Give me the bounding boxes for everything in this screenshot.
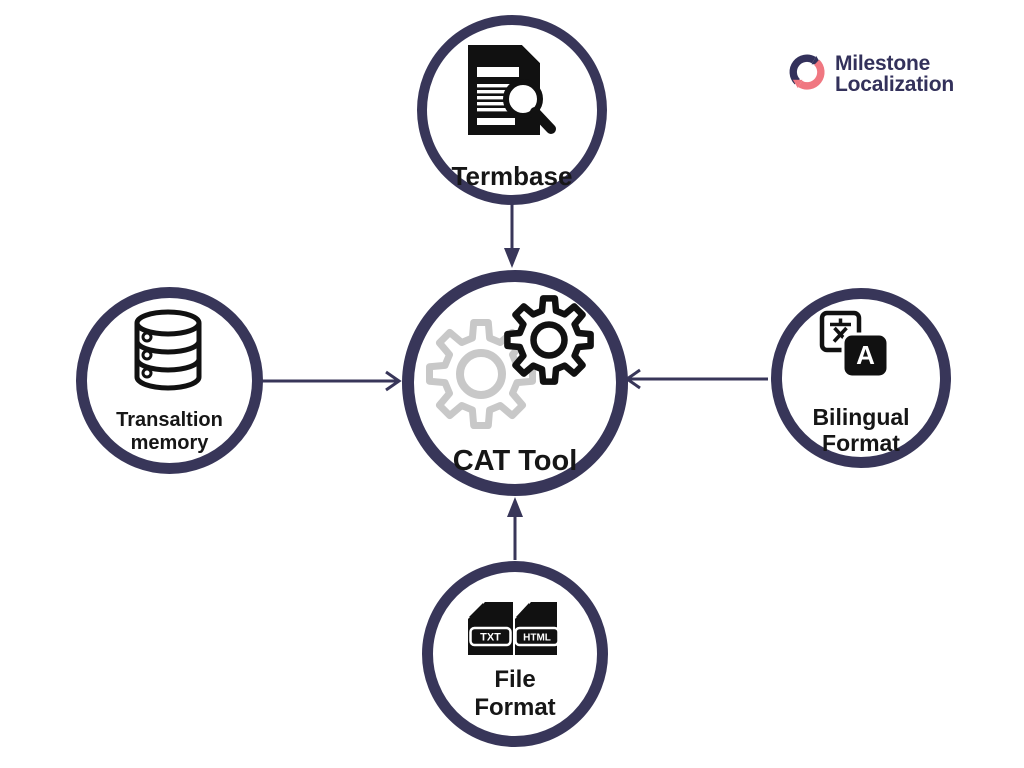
- file-format-label: File Format: [433, 666, 597, 722]
- node-bilingual-format: A Bilingual Format: [771, 288, 951, 468]
- file-formats-icon: TXT HTML: [468, 602, 560, 655]
- gears-icon: [426, 295, 594, 429]
- arrow-bilingual-to-cattool: [624, 368, 768, 390]
- termbase-label: Termbase: [451, 161, 573, 191]
- bilingual-format-label: Bilingual Format: [782, 404, 940, 456]
- bilingual-line2: Format: [822, 430, 900, 456]
- logo-line1: Milestone: [835, 52, 931, 75]
- milestone-logo: Milestone Localization: [788, 53, 954, 95]
- node-termbase: Termbase: [417, 15, 607, 205]
- logo-line2: Localization: [835, 73, 954, 96]
- node-file-format: TXT HTML File Format: [422, 561, 608, 747]
- file-format-line2: Format: [474, 694, 556, 721]
- logo-text: Milestone Localization: [835, 53, 954, 95]
- cat-tool-label: CAT Tool: [452, 445, 578, 477]
- arrow-termbase-to-cattool: [504, 204, 520, 268]
- file-format-line1: File: [494, 666, 536, 693]
- bilingual-line1: Bilingual: [812, 404, 910, 430]
- node-translation-memory: Transaltion memory: [76, 287, 263, 474]
- document-search-icon: [468, 44, 556, 135]
- translate-icon-a-char: A: [856, 340, 875, 370]
- database-icon: [134, 309, 202, 391]
- node-cat-tool: CAT Tool: [402, 270, 628, 496]
- arrow-memory-to-cattool: [258, 370, 402, 392]
- cycle-arrows-icon: [789, 54, 825, 90]
- file-badge-txt: TXT: [480, 632, 501, 644]
- translate-icon: A: [819, 310, 890, 379]
- translation-memory-line2: memory: [130, 432, 209, 454]
- file-badge-html: HTML: [523, 633, 551, 644]
- translation-memory-label: Transaltion memory: [87, 409, 252, 455]
- translation-memory-line1: Transaltion: [116, 409, 223, 431]
- arrow-fileformat-to-cattool: [507, 497, 523, 560]
